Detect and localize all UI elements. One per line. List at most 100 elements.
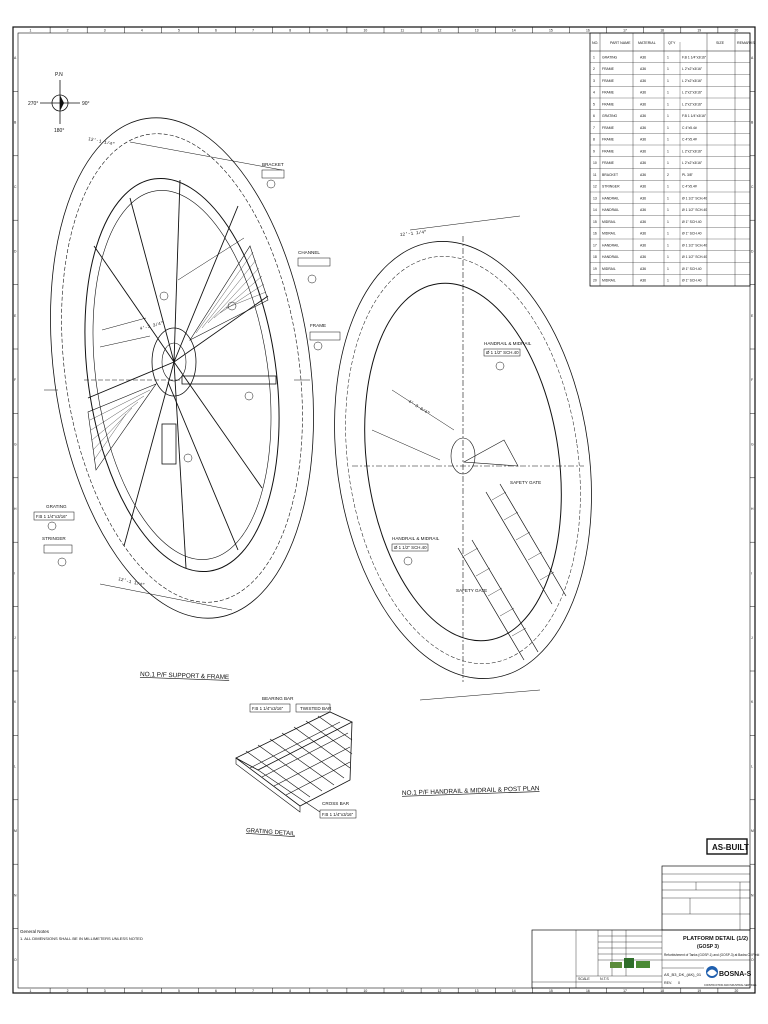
bom-cell: Ø 1 1/2" SCH.40: [682, 243, 707, 247]
border-row-label-left: O: [14, 958, 17, 962]
bom-cell: A36: [640, 55, 646, 59]
bom-cell: Ø 1 1/2" SCH.40: [682, 196, 707, 200]
border-col-label-top: 10: [363, 29, 367, 33]
border-row-label-left: H: [14, 507, 17, 511]
as-built-stamp: AS-BUILT: [706, 838, 749, 855]
support-frame-plan: 12'-1 1/4" 4'-3 3/4" 12'-1 1/4" BRACKET …: [33, 117, 341, 681]
bom-header: PART NAME: [610, 41, 631, 45]
bom-cell: 1: [667, 55, 669, 59]
border-zone-ticks: 1122334455667788991010111112121313141415…: [13, 27, 755, 993]
callout-safety-gate-top: SAFETY GATE: [510, 480, 541, 485]
border-col-label-top: 6: [215, 29, 217, 33]
bom-cell: 1: [667, 79, 669, 83]
border-col-label-top: 15: [549, 29, 553, 33]
border-row-label-right: O: [751, 958, 754, 962]
callout-handrail-size-bottom: Ø 1 1/2" SCH.40: [394, 545, 427, 550]
border-row-label-left: M: [14, 829, 17, 833]
bom-cell: MIDRAIL: [602, 232, 616, 236]
bom-cell: FRAME: [602, 126, 615, 130]
border-col-label-bottom: 7: [252, 989, 254, 993]
bom-cell: 14: [593, 208, 597, 212]
bom-cell: A36: [640, 149, 646, 153]
border-col-label-bottom: 12: [438, 989, 442, 993]
border-col-label-bottom: 15: [549, 989, 553, 993]
callout-bearing-bar: BEARING BAR: [262, 696, 294, 701]
border-col-label-bottom: 13: [475, 989, 479, 993]
north-arrow: P.N 90° 270° 180°: [28, 72, 90, 134]
callout-twisted-bar: TWISTED BAR: [300, 706, 332, 711]
bom-cell: L 2"x2"x3/16": [682, 102, 703, 106]
bom-cell: 8: [593, 138, 595, 142]
bom-cell: MIDRAIL: [602, 279, 616, 283]
callout-cross-bar: CROSS BAR: [322, 801, 350, 806]
border-col-label-top: 18: [660, 29, 664, 33]
bom-cell: 1: [667, 161, 669, 165]
part-balloons: [47, 179, 323, 567]
svg-text:12'-1 1/4": 12'-1 1/4": [118, 576, 146, 588]
handrail-plan-title: NO.1 P/F HANDRAIL & MIDRAIL & POST PLAN: [402, 785, 540, 797]
bom-cell: Ø 1" SCH.40: [682, 267, 702, 271]
bom-cell: A36: [640, 161, 646, 165]
border-row-label-left: J: [14, 636, 16, 640]
callout-frame: FRAME: [310, 323, 326, 328]
border-row-label-left: C: [14, 185, 17, 189]
bom-cell: 1: [667, 279, 669, 283]
revision-value: 0: [678, 981, 680, 985]
border-col-label-top: 5: [178, 29, 180, 33]
bom-header: QTY: [668, 41, 676, 45]
title-block: PLATFORM DETAIL (1/2) (GOSP 3) Refurbish…: [531, 865, 759, 989]
callout-grating-size: F.B 1 1/4"x3/16": [36, 514, 68, 519]
bom-cell: L 2"x2"x3/16": [682, 161, 703, 165]
bom-cell: A36: [640, 208, 646, 212]
bom-cell: L 2"x2"x3/16": [682, 91, 703, 95]
south-label: 180°: [54, 128, 64, 134]
bom-cell: 1: [667, 243, 669, 247]
bom-cell: 1: [667, 220, 669, 224]
project-name: Refurbishment of Tanks (GOSP-1) and (GOS…: [664, 953, 759, 957]
bom-cell: 6: [593, 114, 595, 118]
callout-stringer: STRINGER: [42, 536, 66, 541]
border-col-label-top: 3: [104, 29, 106, 33]
bom-cell: BRACKET: [602, 173, 618, 177]
bom-cell: C 4"x5.4#: [682, 126, 697, 130]
border-col-label-top: 12: [438, 29, 442, 33]
bom-cell: FRAME: [602, 91, 615, 95]
bom-cell: FRAME: [602, 102, 615, 106]
svg-text:4'-3 3/4": 4'-3 3/4": [407, 399, 431, 417]
border-row-label-left: F: [14, 378, 16, 382]
border-row-label-right: N: [751, 893, 754, 897]
bom-cell: 1: [667, 114, 669, 118]
callout-bearing-bar-size: F.B 1 1/4"x3/16": [252, 706, 284, 711]
bom-cell: 1: [667, 255, 669, 259]
bom-cell: 17: [593, 243, 597, 247]
border-row-label-right: M: [751, 829, 754, 833]
bom-cell: A36: [640, 114, 646, 118]
grating-detail-title: GRATING DETAIL: [246, 828, 296, 837]
bom-cell: FRAME: [602, 79, 615, 83]
border-row-label-right: C: [751, 185, 754, 189]
svg-text:4'-3 3/4": 4'-3 3/4": [139, 320, 164, 332]
bom-cell: A36: [640, 255, 646, 259]
border-col-label-bottom: 10: [363, 989, 367, 993]
bom-cell: A36: [640, 126, 646, 130]
border-row-label-right: D: [751, 249, 754, 253]
handrail-plan: 12'-1 1/4" 4'-3 3/4" HANDRAIL & MIDRAIL …: [334, 215, 592, 797]
bom-cell: 4: [593, 91, 595, 95]
note-1: 1. ALL DIMENSIONS SHALL BE IN MILLIMETER…: [20, 936, 143, 941]
bom-cell: Ø 1 1/2" SCH.40: [682, 255, 707, 259]
border-col-label-top: 2: [67, 29, 69, 33]
bom-cell: L 2"x2"x3/16": [682, 79, 703, 83]
bom-cell: 1: [667, 91, 669, 95]
as-built-text: AS-BUILT: [712, 843, 749, 852]
east-label: 90°: [82, 101, 90, 107]
border-col-label-top: 1: [30, 29, 32, 33]
bom-cell: MIDRAIL: [602, 220, 616, 224]
border-col-label-top: 7: [252, 29, 254, 33]
bom-cell: 10: [593, 161, 597, 165]
bom-cell: 1: [667, 67, 669, 71]
border-col-label-top: 16: [586, 29, 590, 33]
bom-cell: FRAME: [602, 149, 615, 153]
bom-cell: 1: [667, 267, 669, 271]
